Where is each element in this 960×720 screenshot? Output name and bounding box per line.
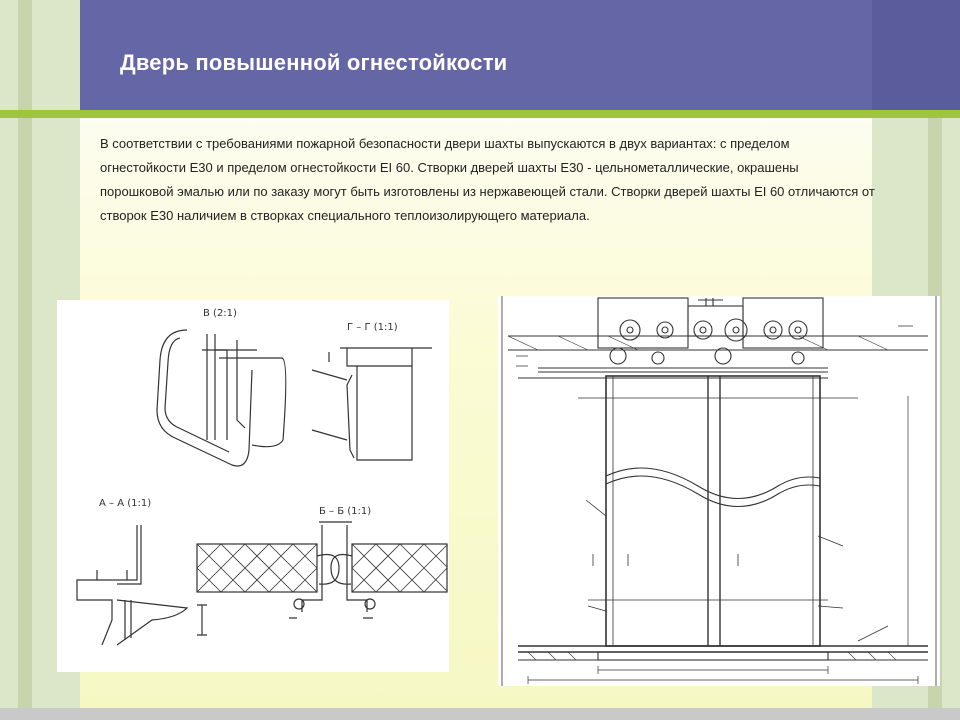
left-decor-stripe <box>18 0 32 720</box>
slide-body-text: В соответствии с требованиями пожарной б… <box>100 136 875 223</box>
footer-bar <box>0 708 960 720</box>
label-detail-b: В (2:1) <box>203 308 237 319</box>
header-corner <box>872 0 960 110</box>
label-detail-gg: Г – Г (1:1) <box>347 322 398 333</box>
label-detail-aa: А – А (1:1) <box>99 498 151 509</box>
slide-title: Дверь повышенной огнестойкости <box>120 50 508 75</box>
accent-line <box>0 110 960 118</box>
label-detail-bb: Б – Б (1:1) <box>319 506 371 517</box>
door-elevation-drawing <box>498 296 940 686</box>
header-bar <box>80 0 872 110</box>
section-details-drawing: В (2:1) Г – Г (1:1) А – А (1:1) Б – Б (1… <box>57 300 449 672</box>
